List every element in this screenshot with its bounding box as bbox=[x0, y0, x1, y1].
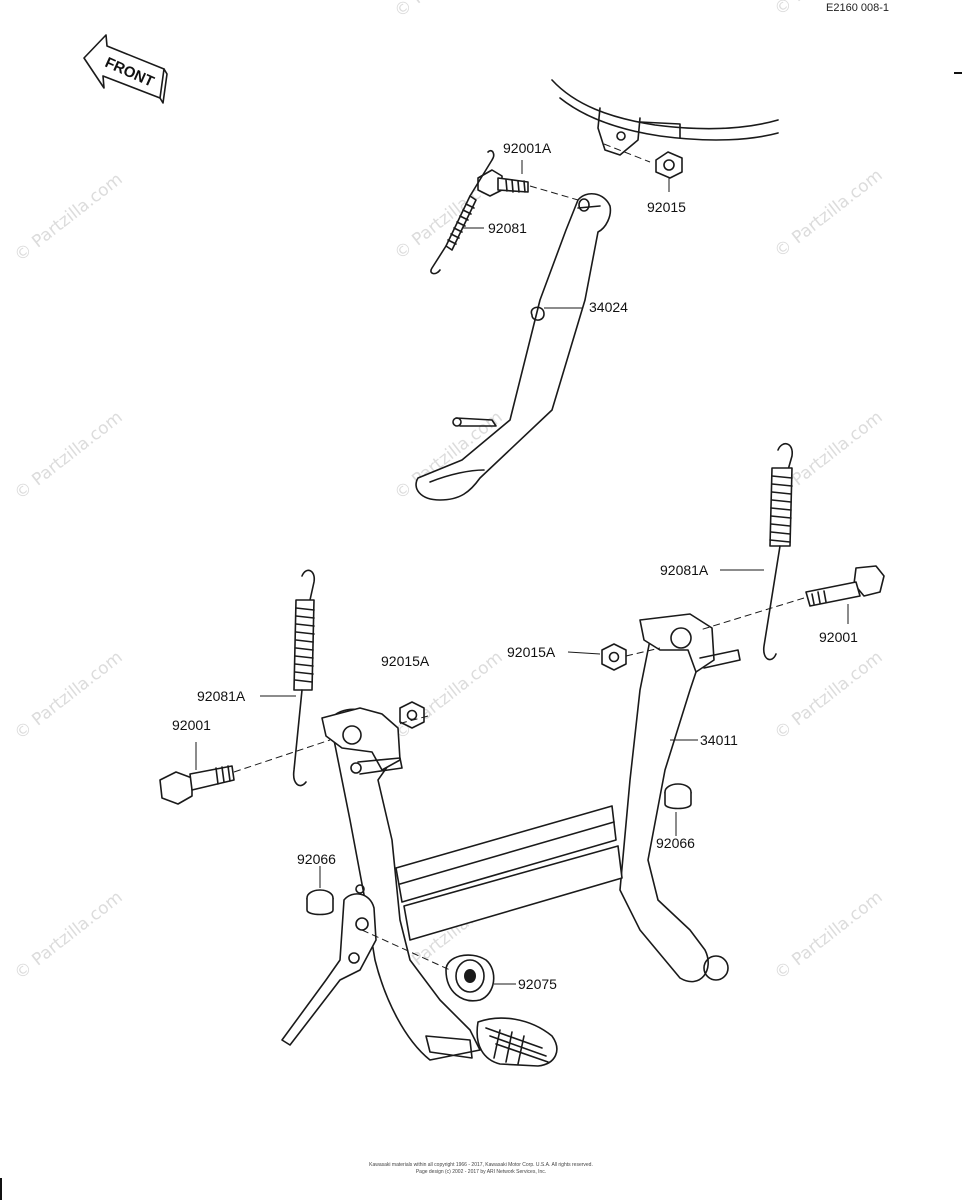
bolt-92001A-icon bbox=[477, 169, 529, 197]
nut-92015A-left-icon bbox=[399, 701, 425, 729]
label-92081A-right[interactable]: 92081A bbox=[660, 562, 709, 578]
spring-92081A-right-icon bbox=[762, 443, 793, 661]
watermark: © Partzilla.com bbox=[11, 407, 127, 504]
leader-lines bbox=[195, 143, 849, 985]
watermark: © Partzilla.com bbox=[771, 165, 887, 262]
watermark: © Partzilla.com bbox=[11, 169, 127, 266]
cap-92066-left-icon bbox=[306, 889, 334, 916]
watermark: © Partzilla.com bbox=[391, 0, 507, 22]
center-stand bbox=[281, 613, 741, 1067]
label-34024[interactable]: 34024 bbox=[589, 299, 628, 315]
nut-92015A-right-icon bbox=[601, 643, 627, 671]
copyright-line-2: Page design (c) 2002 - 2017 by ARI Netwo… bbox=[416, 1169, 546, 1175]
copyright-line-1: Kawasaki materials within all copyright … bbox=[369, 1162, 593, 1168]
label-92001A[interactable]: 92001A bbox=[503, 140, 552, 156]
label-92001-right[interactable]: 92001 bbox=[819, 629, 858, 645]
label-92015A-left[interactable]: 92015A bbox=[381, 653, 430, 669]
edge-mark-right bbox=[954, 72, 962, 74]
label-92015A-center[interactable]: 92015A bbox=[507, 644, 556, 660]
label-92081[interactable]: 92081 bbox=[488, 220, 527, 236]
edge-mark-left bbox=[0, 1178, 2, 1200]
label-92066-right[interactable]: 92066 bbox=[656, 835, 695, 851]
bolt-92001-right-icon bbox=[805, 565, 885, 607]
label-92066-left[interactable]: 92066 bbox=[297, 851, 336, 867]
label-92081A-left[interactable]: 92081A bbox=[197, 688, 246, 704]
label-92075[interactable]: 92075 bbox=[518, 976, 557, 992]
bolt-92001-left-icon bbox=[159, 765, 235, 805]
watermark: © Partzilla.com bbox=[11, 647, 127, 744]
nut-92015-icon bbox=[655, 151, 683, 179]
side-stand bbox=[415, 193, 612, 501]
spring-92081A-left-icon bbox=[292, 569, 316, 787]
cap-92066-right-icon bbox=[664, 783, 692, 810]
watermark: © Partzilla.com bbox=[771, 647, 887, 744]
watermark: © Partzilla.com bbox=[771, 887, 887, 984]
spring-92081-icon bbox=[430, 149, 495, 275]
label-34011[interactable]: 34011 bbox=[700, 732, 738, 748]
frame-tube bbox=[551, 79, 779, 156]
roller-92075-icon bbox=[445, 954, 495, 1002]
front-arrow-icon: FRONT bbox=[83, 34, 168, 104]
diagram-code: E2160 008-1 bbox=[826, 2, 889, 14]
label-92015[interactable]: 92015 bbox=[647, 199, 686, 215]
label-92001-left[interactable]: 92001 bbox=[172, 717, 211, 733]
part-labels: 92001A 92015 92081 34024 92081A 92001 92… bbox=[172, 140, 858, 992]
watermark: © Partzilla.com bbox=[11, 887, 127, 984]
